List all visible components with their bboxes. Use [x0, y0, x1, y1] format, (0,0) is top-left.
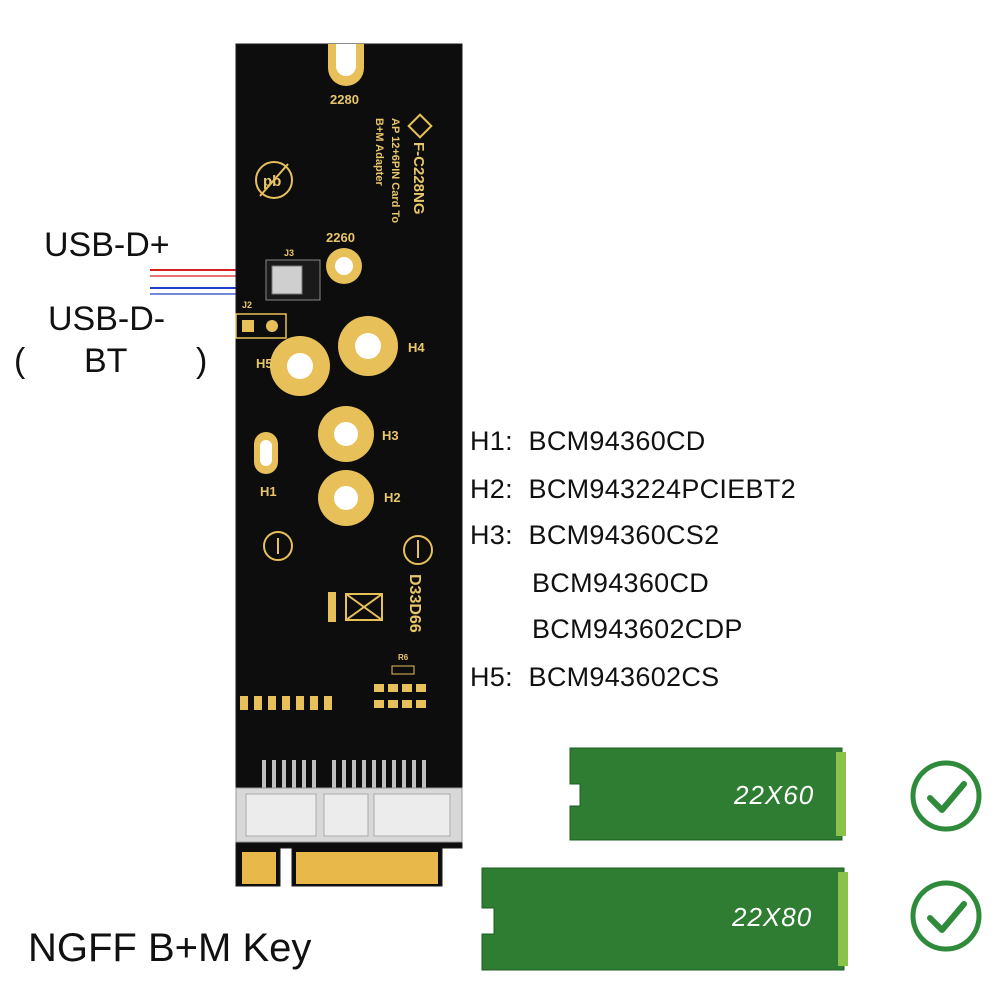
socket-section-1: [245, 793, 317, 837]
mount-hole-h5-center: [287, 353, 313, 379]
power-symbol-icon: [263, 531, 293, 561]
mount-hole-2260-center: [335, 257, 353, 275]
size-2280-text: 2280: [330, 92, 359, 107]
weee-bin-icon: [345, 593, 383, 621]
compat-row-h5: H5: BCM943602CS: [470, 662, 719, 693]
j2-pad-2: [266, 320, 278, 332]
compat-key: H5:: [470, 662, 513, 692]
compat-row-h3-alt1: BCM94360CD: [532, 568, 709, 599]
desc-line2: B+M Adapter: [373, 118, 385, 186]
compat-key: H3:: [470, 520, 513, 550]
desc-line1: AP 12+6PIN Card To: [389, 118, 401, 223]
socket-section-3: [373, 793, 451, 837]
mount-hole-h4-center: [355, 333, 381, 359]
pb-slash: [259, 163, 289, 197]
compat-key: H2:: [470, 474, 513, 504]
compat-row-h2: H2: BCM943224PCIEBT2: [470, 474, 796, 505]
mount-hole-h3-center: [334, 422, 358, 446]
mount-hole-h1-center: [260, 440, 272, 466]
bt-paren-close: ): [196, 342, 208, 380]
h2-text: H2: [384, 490, 401, 505]
left-component-pads: [240, 696, 332, 710]
j2-text: J2: [242, 300, 252, 310]
h4-text: H4: [408, 340, 425, 355]
j3-text: J3: [284, 248, 294, 258]
compat-row-h3-alt2: BCM943602CDP: [532, 614, 743, 645]
card-22x60-contacts: [836, 752, 846, 836]
key-title: NGFF B+M Key: [28, 926, 312, 970]
compat-row-h3: H3: BCM94360CS2: [470, 520, 719, 551]
ribbon-traces: [262, 760, 426, 788]
compat-value: BCM943602CS: [528, 662, 720, 692]
pb-free-icon: [255, 161, 293, 199]
socket-section-2: [323, 793, 369, 837]
adapter-pcb: 2280 F-C228NG AP 12+6PIN Card To B+M Ada…: [235, 43, 463, 887]
gold-fingers: [242, 852, 438, 884]
model-text: F-C228NG: [410, 142, 427, 215]
mount-hole-h2-center: [334, 486, 358, 510]
bt-paren-open: (: [14, 342, 26, 380]
h1-text: H1: [260, 484, 277, 499]
compat-value: BCM94360CS2: [528, 520, 720, 550]
weee-bar: [328, 592, 336, 622]
size-2260-text: 2260: [326, 230, 355, 245]
compat-row-h1: H1: BCM94360CD: [470, 426, 706, 457]
card-22x80-label: 22X80: [732, 902, 813, 932]
usb-d-minus-label: USB-D-: [48, 300, 166, 338]
brand-logo-icon: [407, 113, 433, 139]
card-22x80-contacts: [838, 872, 848, 966]
bt-label: BT: [84, 342, 128, 380]
h5-text: H5: [256, 356, 273, 371]
compat-value: BCM94360CD: [528, 426, 706, 456]
ground-symbol-icon: [403, 535, 433, 565]
weee-cross-2: [345, 593, 383, 621]
usb-wires: [150, 269, 240, 295]
card-22x60-label: 22X60: [734, 780, 815, 810]
j3-connector-body: [271, 265, 303, 295]
r6-pad: [391, 665, 415, 675]
pcb-body: [235, 43, 463, 887]
check-circle-icon: [910, 760, 982, 832]
d33d66-text: D33D66: [406, 574, 423, 633]
card-22x80: [481, 867, 848, 971]
right-component-pads: [374, 684, 426, 708]
h3-text: H3: [382, 428, 399, 443]
compat-key: H1:: [470, 426, 513, 456]
j2-outline: [235, 313, 287, 339]
check-circle-icon: [910, 880, 982, 952]
r6-text: R6: [398, 653, 409, 662]
j2-pad-1: [242, 320, 254, 332]
card-22x60: [569, 747, 846, 841]
screw-slot-2280-hole: [336, 44, 356, 76]
compat-value: BCM943602CDP: [532, 614, 743, 644]
compat-value: BCM943224PCIEBT2: [528, 474, 796, 504]
compat-value: BCM94360CD: [532, 568, 710, 598]
usb-d-plus-label: USB-D+: [44, 226, 170, 264]
